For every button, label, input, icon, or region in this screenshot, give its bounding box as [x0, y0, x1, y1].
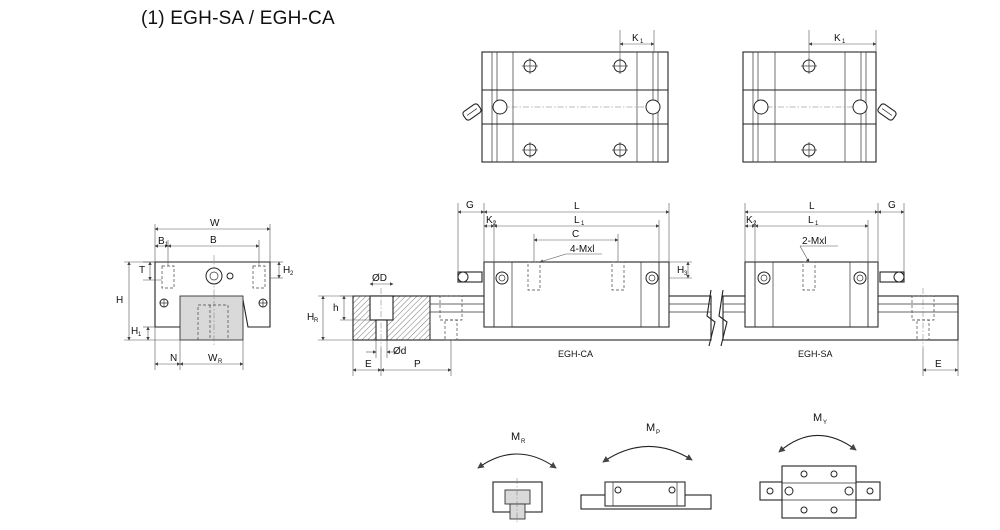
end-seal-circle-sa-left — [753, 99, 769, 115]
label-h3-sub: 3 — [684, 271, 688, 277]
side-screw-right — [258, 298, 268, 308]
mounting-hole-sa-2 — [801, 142, 817, 158]
label-h1-sub: 1 — [138, 332, 142, 338]
moment-diagram-mr: M R — [477, 431, 557, 524]
label-wr-sub: R — [218, 359, 223, 365]
label-l1-sa-sub: 1 — [815, 221, 819, 227]
label-e-left: E — [365, 359, 372, 370]
rail-dimensions: ØD h H R Ød E P — [307, 273, 959, 376]
side-end-circle-ca-left — [495, 271, 509, 285]
label-b: B — [210, 235, 217, 246]
label-mp: M — [646, 422, 655, 434]
end-seal-circle-right — [645, 99, 661, 115]
label-l-ca: L — [574, 201, 580, 212]
caption-egh-ca: EGH-CA — [558, 349, 593, 359]
label-mr-sub: R — [521, 439, 526, 445]
mounting-hole-ca-4 — [612, 142, 628, 158]
label-w: W — [210, 218, 220, 229]
mounting-hole-ca-3 — [522, 142, 538, 158]
label-mr: M — [511, 431, 520, 443]
top-view-sa-block: K 1 — [742, 30, 897, 163]
label-h-small: h — [333, 303, 339, 314]
label-my: M — [813, 412, 822, 424]
label-g-ca: G — [466, 200, 474, 211]
label-l-sa: L — [809, 201, 815, 212]
label-k1-sa-sub: 1 — [842, 39, 846, 45]
side-end-circle-ca-right — [645, 271, 659, 285]
label-b1: B — [158, 236, 165, 247]
label-k2-sa-sub: 2 — [753, 221, 757, 227]
label-k2-ca-sub: 2 — [493, 221, 497, 227]
rail-break-mark — [706, 289, 716, 347]
mounting-hole-ca-2 — [612, 58, 628, 74]
end-view-cross-section: W B 1 B T H H 1 — [116, 218, 294, 370]
side-view-ca-block: G L K 2 L 1 C 4-Mxl — [457, 200, 692, 359]
label-od-small: Ød — [393, 346, 406, 357]
mr-rotation-arrow — [477, 453, 557, 469]
label-l1-sa: L — [808, 215, 814, 226]
label-l1-ca-sub: 1 — [581, 221, 585, 227]
label-n: N — [170, 353, 177, 364]
label-k2-sa: K — [746, 215, 753, 226]
label-h3: H — [677, 265, 684, 276]
label-g-sa: G — [888, 200, 896, 211]
side-screw-left — [159, 298, 169, 308]
label-mp-sub: P — [656, 430, 660, 436]
rail-section — [179, 295, 244, 341]
side-end-circle-sa-right — [853, 271, 867, 285]
side-end-circle-sa-left — [757, 271, 771, 285]
label-c: C — [572, 229, 579, 240]
grease-port-circle — [205, 267, 223, 285]
grease-nipple-side-sa-icon — [879, 271, 905, 283]
label-h2: H — [283, 265, 290, 276]
my-rotation-arrow — [778, 434, 857, 453]
label-my-sub: Y — [823, 420, 827, 426]
label-h2-sub: 2 — [290, 271, 294, 277]
caption-egh-sa: EGH-SA — [798, 349, 833, 359]
grease-nipple-side-ca-icon — [457, 271, 483, 283]
page-title: (1) EGH-SA / EGH-CA — [141, 8, 335, 29]
end-seal-circle-left — [492, 99, 508, 115]
label-e-right: E — [935, 359, 942, 370]
end-seal-circle-sa-right — [852, 99, 868, 115]
label-p: P — [414, 359, 421, 370]
label-l1-ca: L — [574, 215, 580, 226]
mp-rotation-arrow — [602, 445, 693, 463]
label-b1-sub: 1 — [165, 242, 169, 248]
top-view-ca-block: K 1 — [462, 30, 669, 163]
label-k2-ca: K — [486, 215, 493, 226]
label-k1-sa: K — [834, 33, 841, 44]
label-2-mxl: 2-Mxl — [802, 236, 826, 247]
label-k1-ca: K — [632, 33, 639, 44]
label-k1-ca-sub: 1 — [640, 39, 644, 45]
mounting-hole-sa-1 — [801, 58, 817, 74]
grease-nipple-sa-icon — [877, 103, 897, 121]
label-t: T — [139, 265, 145, 276]
label-hr: H — [307, 312, 314, 323]
label-wr: W — [208, 353, 218, 364]
side-view-sa-block: L G K 2 L 1 2-Mxl EGH-SA — [744, 200, 905, 359]
label-hr-sub: R — [314, 318, 319, 324]
label-h: H — [116, 295, 123, 306]
moment-diagram-mp: M P — [580, 422, 712, 510]
moment-diagram-my: M Y — [759, 412, 881, 519]
label-h1: H — [131, 326, 138, 337]
label-4-mxl: 4-Mxl — [570, 244, 594, 255]
label-od: ØD — [372, 273, 387, 284]
grease-nipple-icon — [462, 103, 482, 121]
mounting-hole-ca-1 — [522, 58, 538, 74]
